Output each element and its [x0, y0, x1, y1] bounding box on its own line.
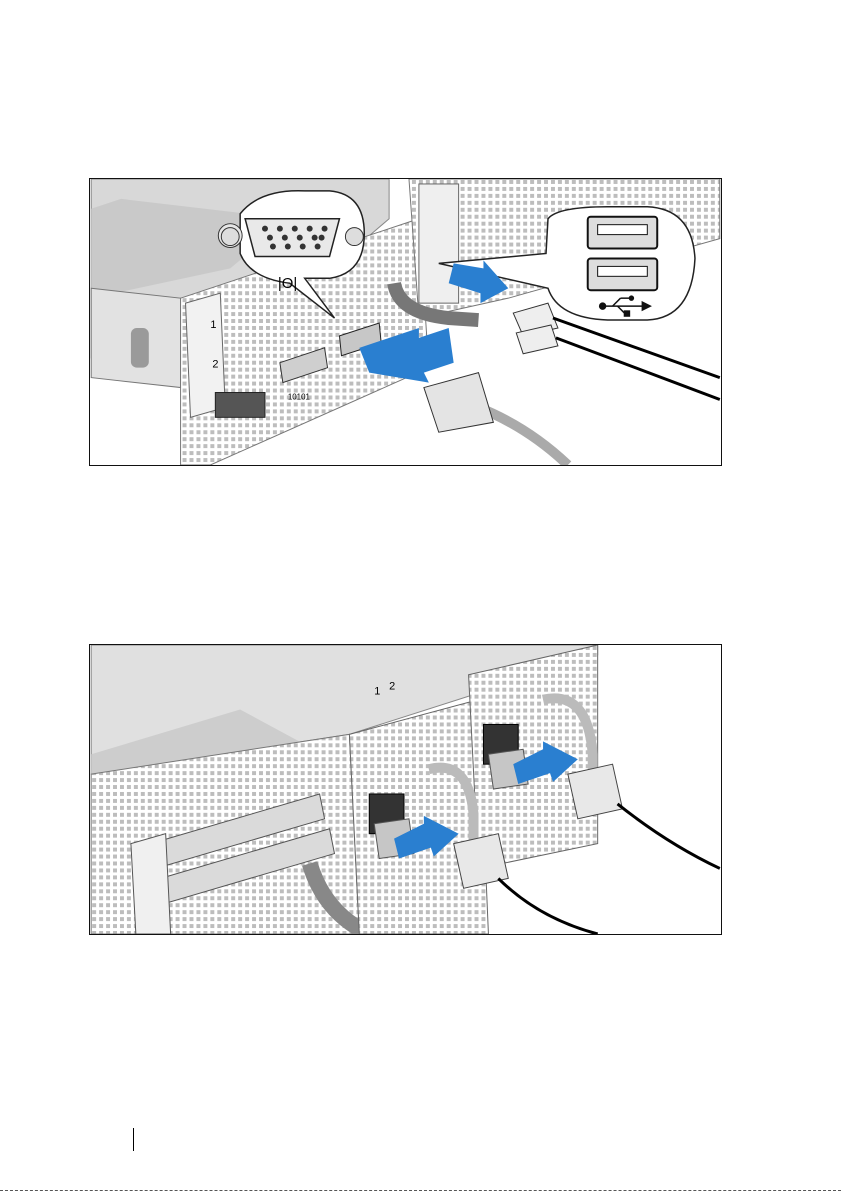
footer-rule [133, 1128, 134, 1151]
power-cord-1 [498, 878, 597, 934]
power-cord-2 [618, 804, 720, 869]
illustration-server-rear-power: 1 2 [90, 645, 721, 934]
serial-label: 10101 [288, 392, 311, 401]
power-plug-2 [568, 764, 623, 819]
handle-icon [131, 328, 149, 368]
vga-plug [424, 373, 494, 433]
figure-connect-peripherals: 1 2 10101 |O| [89, 178, 722, 466]
figure-connect-power: 1 2 [89, 644, 722, 935]
page-crop-line [0, 1190, 841, 1191]
illustration-server-rear-peripherals: 1 2 10101 |O| [90, 179, 721, 465]
psu-label-1: 1 [374, 686, 380, 698]
nic-ports [215, 393, 265, 418]
vga-symbol: |O| [278, 276, 297, 292]
slot-label-2: 2 [212, 359, 218, 371]
slot-label-1: 1 [210, 319, 216, 331]
psu-label-2: 2 [389, 681, 395, 693]
